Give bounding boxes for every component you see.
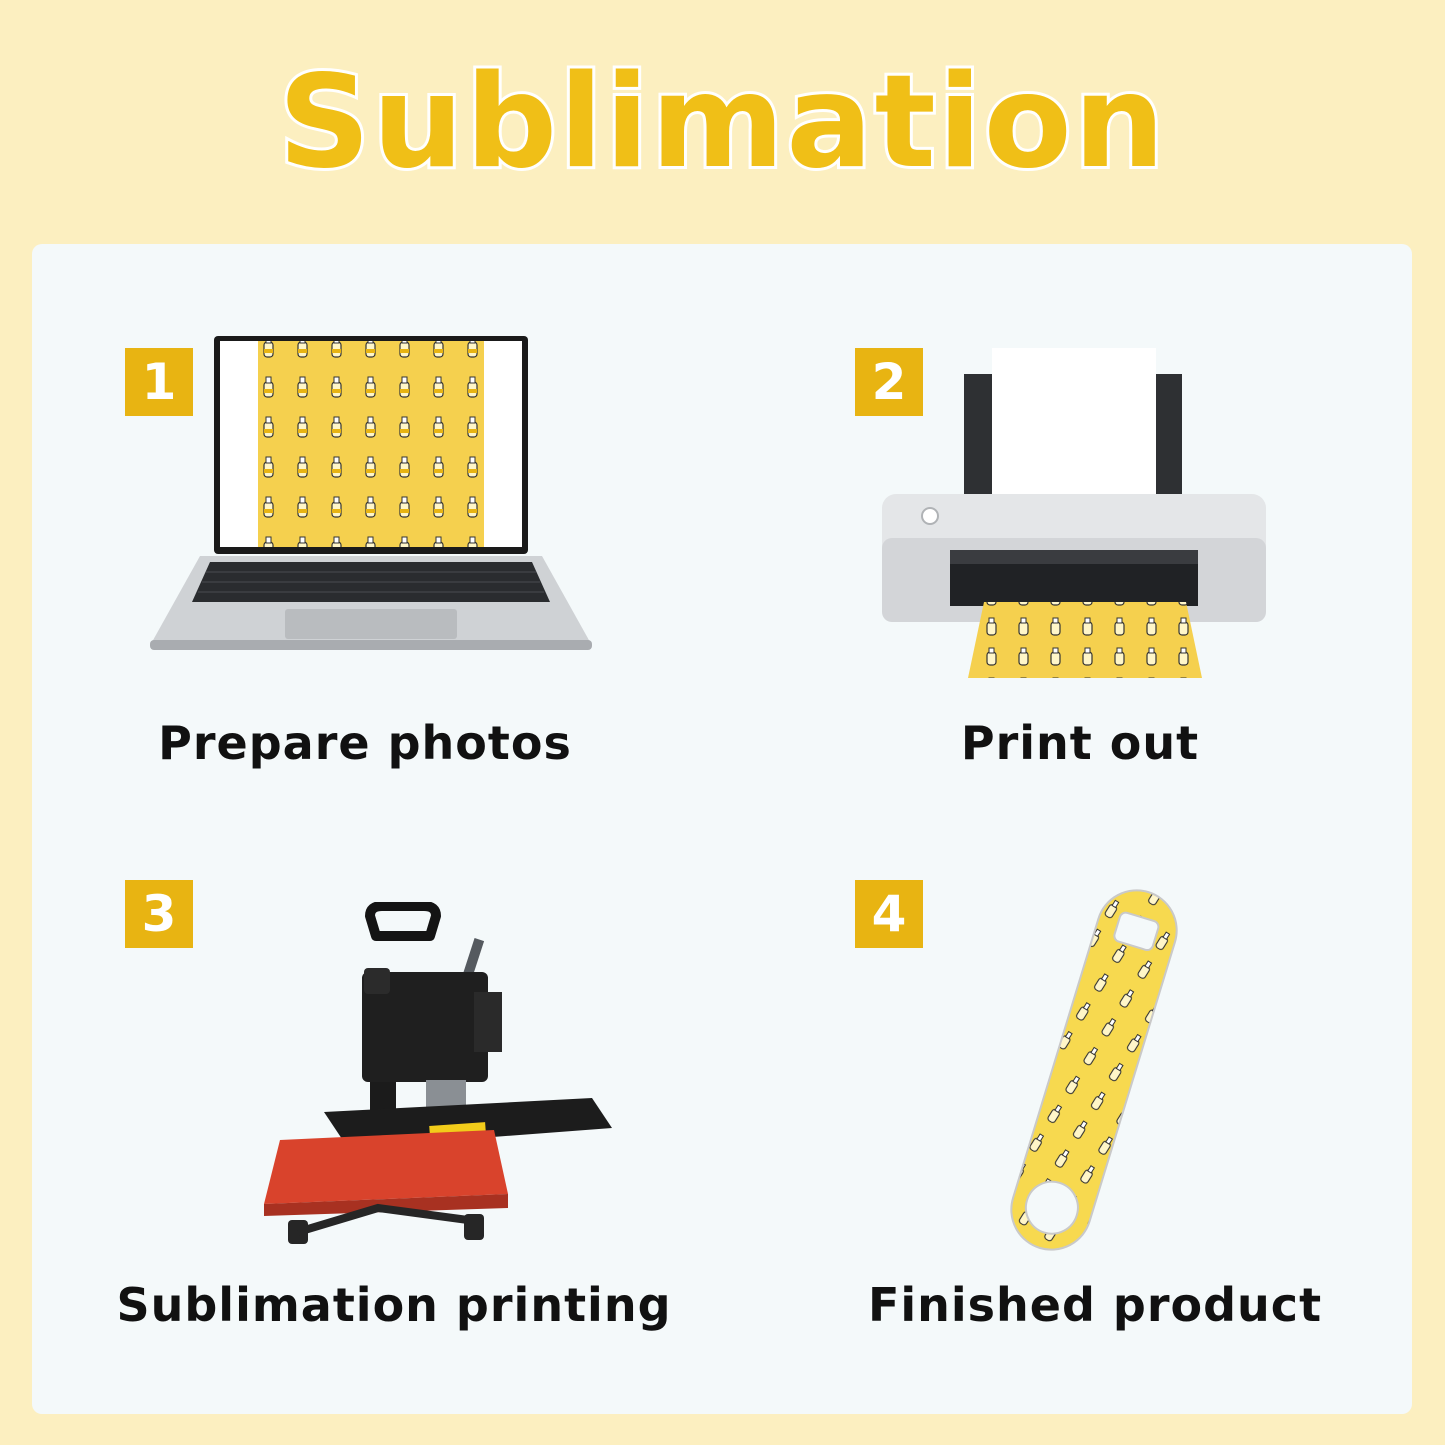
step-1-label: Prepare photos xyxy=(158,716,572,770)
heat-press-icon xyxy=(264,902,612,1244)
step-3-badge: 3 xyxy=(125,880,193,948)
step-4-label: Finished product xyxy=(867,1278,1323,1332)
step-3-label: Sublimation printing xyxy=(116,1278,672,1332)
step-1-badge: 1 xyxy=(125,348,193,416)
step-2-badge: 2 xyxy=(855,348,923,416)
step-2-label: Print out xyxy=(960,716,1200,770)
bottle-opener-icon xyxy=(1010,889,1178,1251)
step-4-badge: 4 xyxy=(855,880,923,948)
page-title: Sublimation process xyxy=(275,45,1168,370)
laptop-icon xyxy=(150,336,592,650)
printer-icon xyxy=(882,348,1266,678)
